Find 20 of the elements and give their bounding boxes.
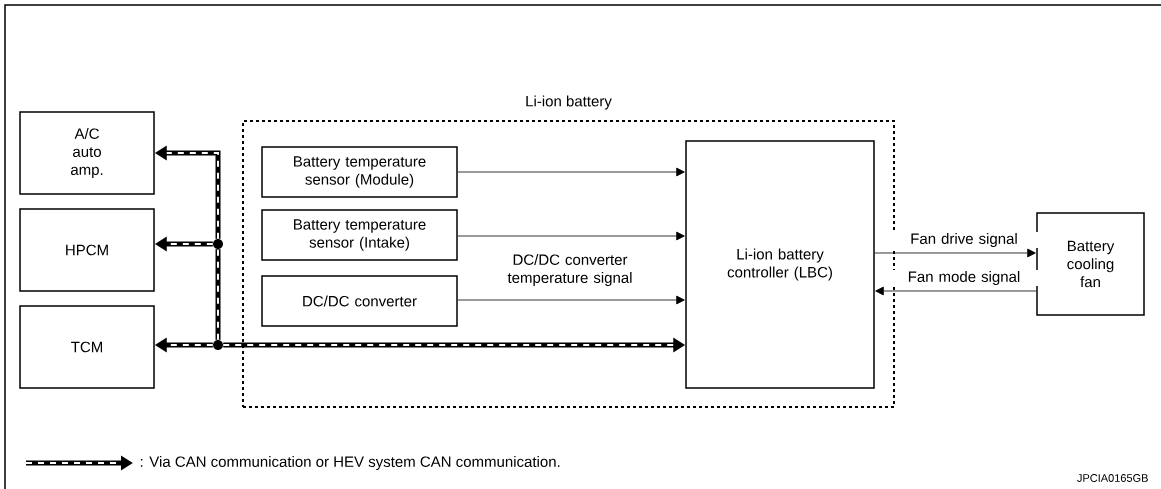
process-box: Battery cooling fan	[1036, 212, 1145, 316]
arrow	[875, 286, 1037, 296]
group-title: Li-ion battery	[526, 95, 612, 110]
bus-line	[215, 248, 221, 341]
process-box: HPCM	[19, 208, 155, 292]
process-box: Battery temperature sensor (Module)	[261, 146, 458, 198]
arrow	[874, 248, 1036, 258]
process-box: TCM	[19, 305, 155, 389]
edge-label: Fan mode signal	[888, 270, 1040, 286]
edge-label: Fan drive signal	[888, 232, 1040, 248]
arrow	[457, 167, 685, 177]
edge-label: DC/DC converter temperature signal	[494, 253, 646, 287]
process-box: Li-ion battery controller (LBC)	[685, 140, 875, 389]
figure-code: JPCIA0165GB	[1077, 474, 1148, 482]
process-box: A/C auto amp.	[19, 111, 155, 195]
legend-text: : Via CAN communication or HEV system CAN communication.	[140, 456, 560, 470]
process-box: Battery temperature sensor (Intake)	[261, 209, 458, 261]
arrow	[457, 231, 685, 241]
arrow	[457, 295, 685, 305]
process-box: DC/DC converter	[261, 275, 458, 327]
